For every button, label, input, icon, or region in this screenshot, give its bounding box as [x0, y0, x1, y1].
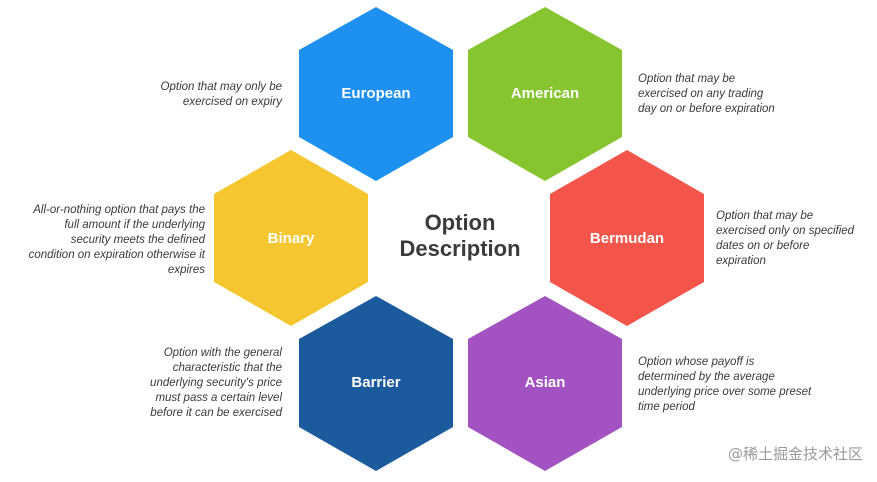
description-bermudan-line: dates on or before [716, 240, 810, 252]
hexagon-american-label: American [511, 85, 579, 102]
hexagon-asian-shape [468, 296, 622, 471]
description-american-line: exercised on any trading [638, 88, 764, 100]
hexagon-asian: Asian [468, 296, 622, 471]
description-barrier-line: must pass a certain level [155, 392, 282, 404]
description-barrier-line: underlying security's price [150, 377, 282, 389]
description-bermudan-line: exercised only on specified [716, 225, 855, 237]
description-binary-line: expires [167, 264, 205, 276]
center-title-line1: Option [424, 210, 496, 235]
description-binary: All-or-nothing option that pays the full… [2, 203, 205, 278]
hexagon-barrier-shape [299, 296, 453, 471]
description-barrier: Option with the general characteristic t… [100, 346, 282, 421]
description-barrier-line: before it can be exercised [150, 407, 282, 419]
hexagon-binary: Binary [214, 150, 368, 326]
description-binary-line: full amount if the underlying [64, 219, 205, 231]
hexagon-bermudan-shape [550, 150, 704, 326]
description-asian: Option whose payoff is determined by the… [638, 355, 848, 415]
description-asian-line: time period [638, 401, 695, 413]
hexagon-barrier-label: Barrier [351, 374, 400, 391]
hexagon-binary-label: Binary [268, 230, 315, 247]
hexagon-barrier: Barrier [299, 296, 453, 471]
description-european-line: exercised on expiry [182, 96, 282, 108]
hexagon-binary-shape [214, 150, 368, 326]
center-title: Option Description [360, 210, 560, 262]
description-binary-line: All-or-nothing option that pays the [33, 204, 205, 216]
hexagon-american: American [468, 7, 622, 181]
hexagon-european-label: European [341, 85, 410, 102]
hexagon-bermudan: Bermudan [550, 150, 704, 326]
description-asian-line: underlying price over some preset [638, 386, 812, 398]
hexagon-european: European [299, 7, 453, 181]
hexagon-european-shape [299, 7, 453, 181]
description-binary-line: security meets the defined [70, 234, 205, 246]
description-binary-line: condition on expiration otherwise it [28, 249, 205, 261]
watermark-text: @稀土掘金技术社区 [727, 445, 863, 463]
description-american: Option that may be exercised on any trad… [638, 72, 838, 117]
description-bermudan-line: expiration [716, 255, 766, 267]
description-american-line: Option that may be [638, 73, 736, 85]
hexagon-asian-label: Asian [525, 374, 566, 391]
description-european-line: Option that may only be [160, 81, 282, 93]
description-asian-line: Option whose payoff is [638, 356, 755, 368]
hexagon-bermudan-label: Bermudan [590, 230, 664, 247]
hexagon-american-shape [468, 7, 622, 181]
description-american-line: day on or before expiration [638, 103, 775, 115]
center-title-line2: Description [399, 236, 521, 261]
description-barrier-line: Option with the general [163, 347, 282, 359]
description-bermudan-line: Option that may be [716, 210, 814, 222]
description-barrier-line: characteristic that the [172, 362, 282, 374]
description-bermudan: Option that may be exercised only on spe… [716, 209, 876, 269]
description-european: Option that may only be exercised on exp… [100, 80, 282, 110]
description-asian-line: determined by the average [638, 371, 775, 383]
